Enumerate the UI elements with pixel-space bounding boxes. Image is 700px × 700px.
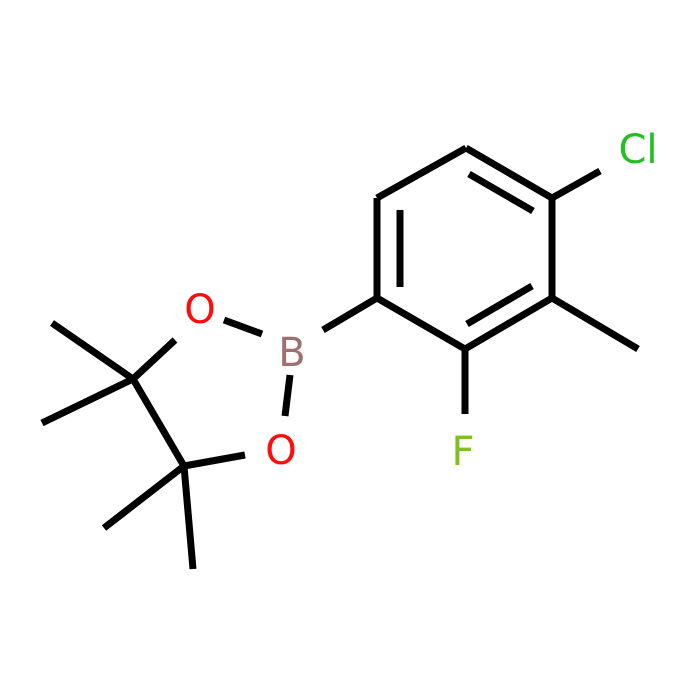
atom-labels: Cl F B O O [184,127,657,475]
bond-ring-c1-c2 [375,144,468,202]
bond-ring-c4-c5 [463,294,554,353]
bond-c7-c8 [129,377,188,468]
bond-ring-c2-c3-inner [467,170,535,215]
bond-ring-c2-c3 [464,144,554,202]
bond-c7-methyl-a [50,320,135,382]
bond-c8-methyl-a [101,463,187,531]
bonds [40,144,640,570]
bond-ring-c5-c6 [375,294,467,353]
atom-b: B [278,330,305,376]
atom-o2: O [265,428,296,474]
bond-c3-cl [550,167,602,202]
bond-o2-c8 [183,451,246,470]
atom-cl: Cl [618,127,657,173]
bond-c7-methyl-b [40,375,135,427]
atom-o1: O [184,287,215,333]
bond-ring-c4-c5-inner [465,282,534,328]
bond-b-o2 [281,374,294,417]
bond-c4-methyl [550,294,640,353]
bond-c8-methyl-b [180,465,197,570]
bond-c6-b [321,294,379,334]
bond-o1-c7 [130,337,178,382]
atom-f: F [451,429,474,475]
bond-b-o1 [222,316,264,338]
